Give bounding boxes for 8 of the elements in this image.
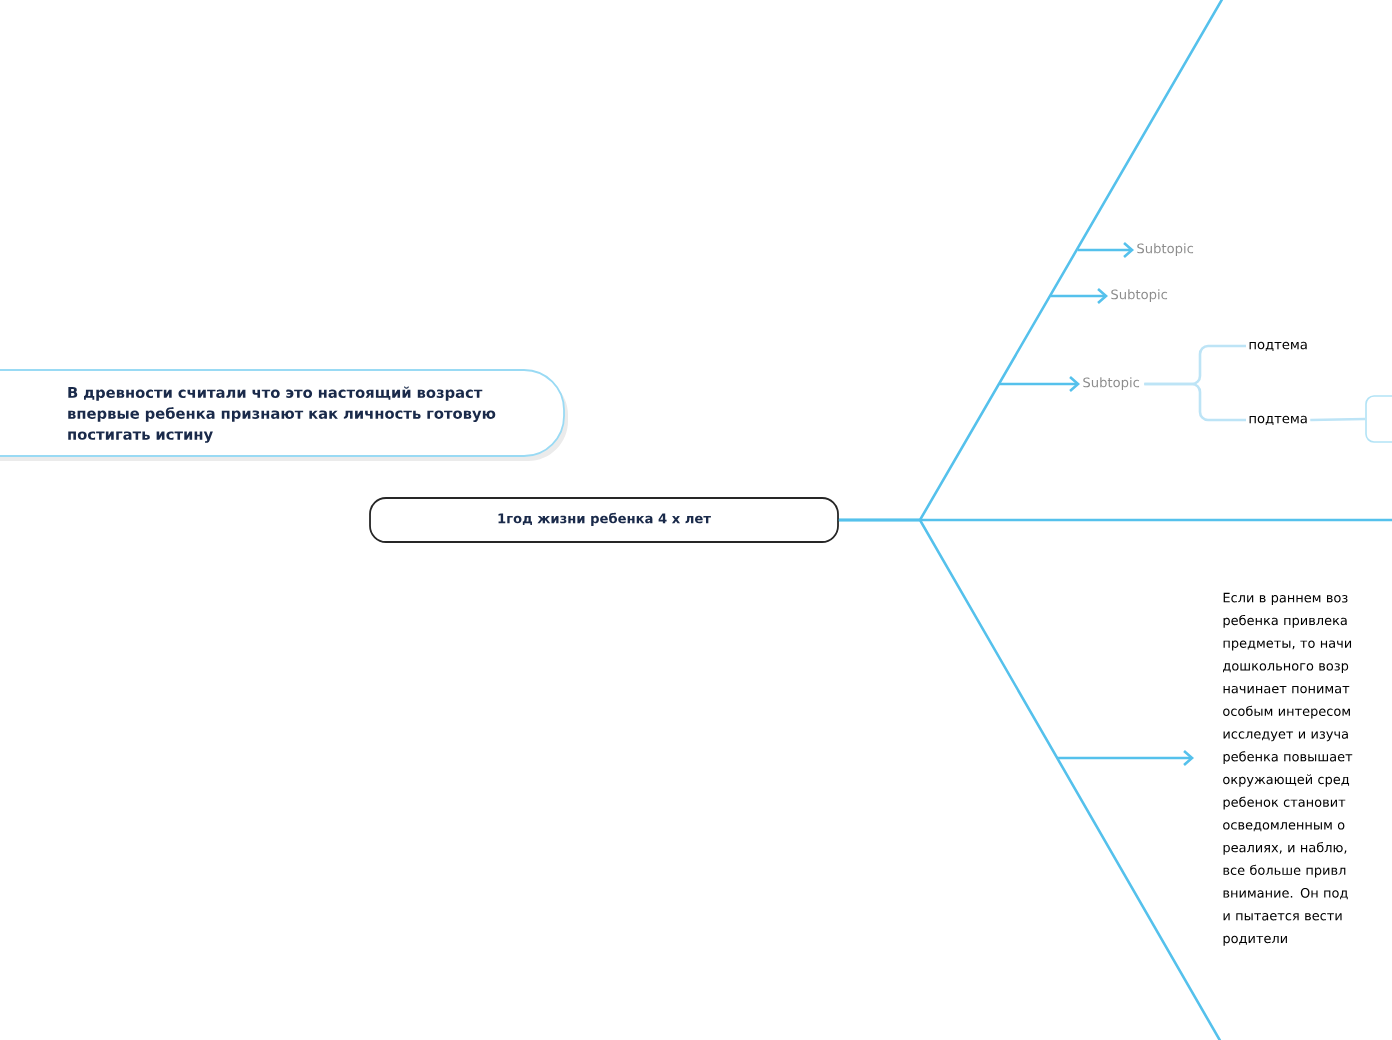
branch-line	[838, 518, 1224, 1040]
connector-line	[1310, 417, 1366, 422]
topic-box	[1365, 395, 1392, 443]
arrow	[1050, 288, 1108, 304]
arrow	[999, 376, 1080, 392]
arrow	[1077, 242, 1134, 258]
connector-line	[1144, 382, 1246, 422]
arrow	[1057, 750, 1194, 766]
